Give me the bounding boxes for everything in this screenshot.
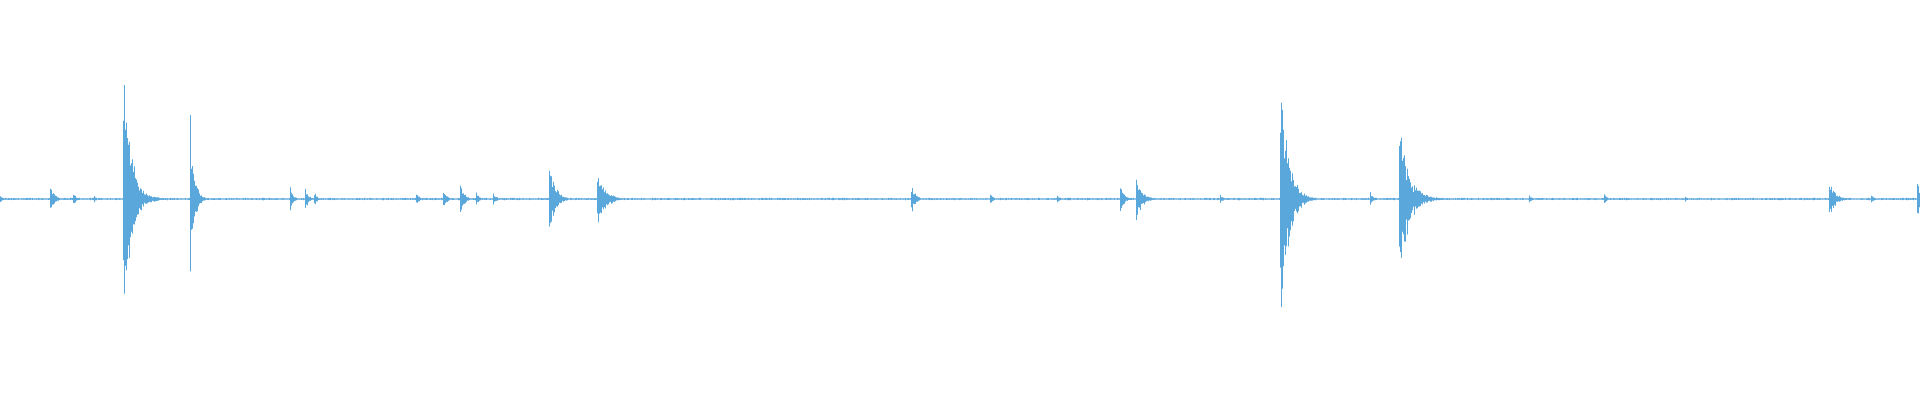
waveform-path xyxy=(0,85,1920,308)
